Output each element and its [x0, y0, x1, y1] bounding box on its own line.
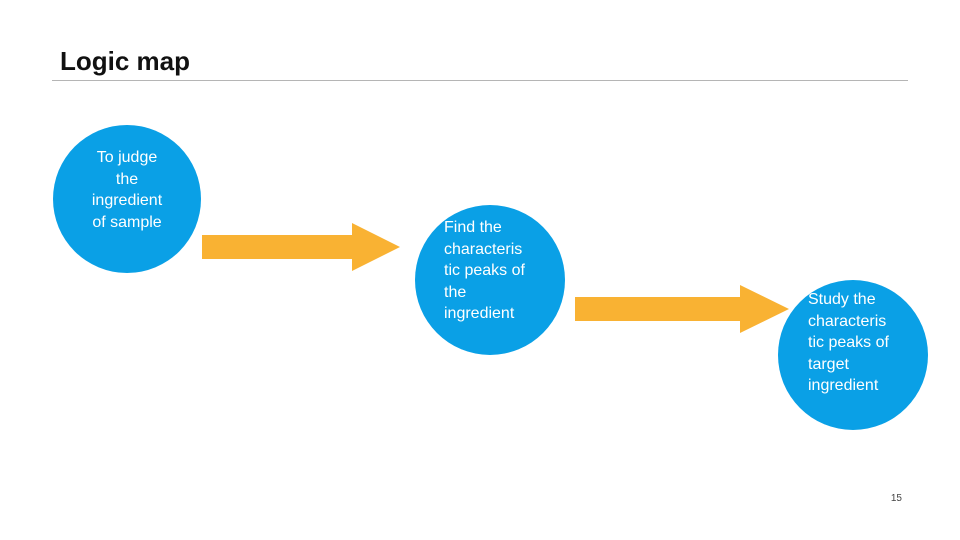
- node-judge-ingredient-label: To judge the ingredient of sample: [91, 149, 163, 231]
- node-judge-ingredient: [53, 125, 201, 273]
- page-number: 15: [890, 493, 902, 504]
- arrow-right-icon: [575, 285, 789, 333]
- node-find-peaks: [415, 205, 565, 355]
- node-study-peaks: [778, 280, 928, 430]
- node-find-peaks-label: Find the characteris tic peaks of the in…: [444, 219, 525, 322]
- node-study-peaks-label: Study the characteris tic peaks of targe…: [808, 291, 889, 394]
- arrow-2-shape: [575, 285, 789, 333]
- arrow-right-icon: [202, 223, 400, 271]
- slide-title: Logic map: [60, 46, 191, 76]
- arrow-1-shape: [202, 223, 400, 271]
- title-divider: [52, 80, 908, 81]
